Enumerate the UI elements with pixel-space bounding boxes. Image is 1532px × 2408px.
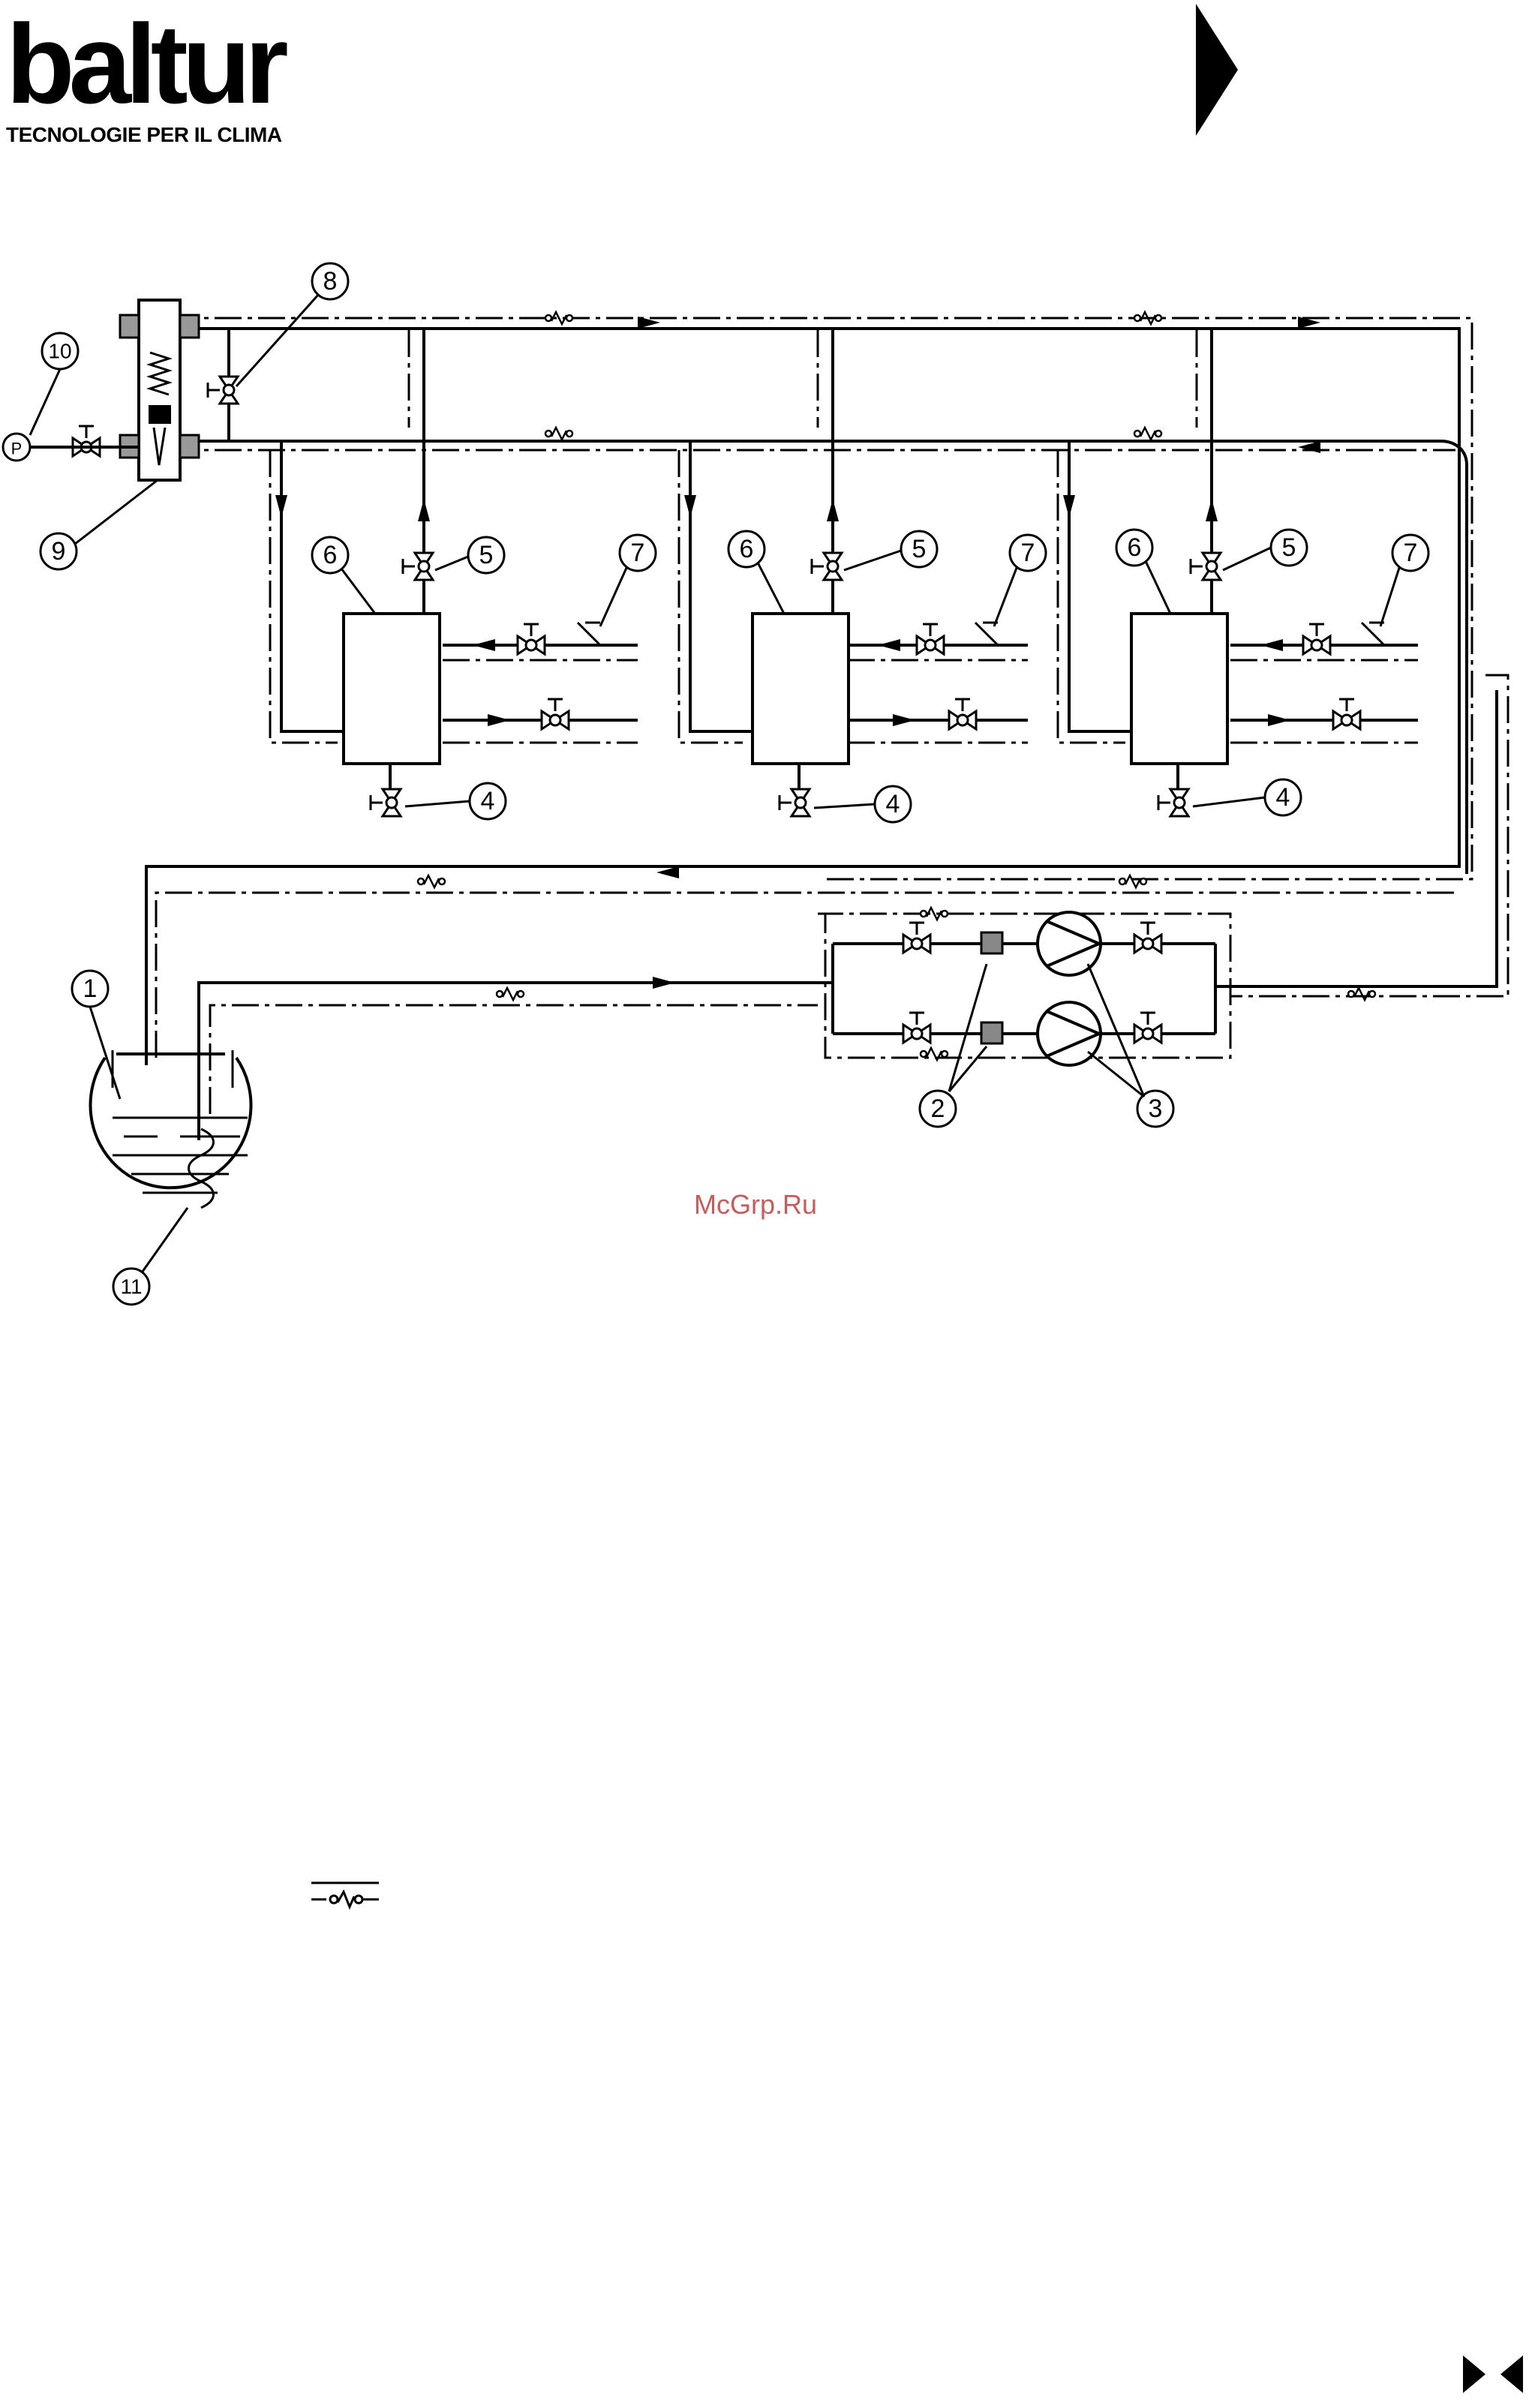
pressure-regulator: [120, 300, 199, 480]
callout-4c: 4: [1276, 783, 1290, 812]
callout-6b: 6: [740, 535, 754, 563]
pumps: [1038, 912, 1101, 1065]
back-triangle-icon[interactable]: [1500, 2355, 1523, 2393]
callout-8: 8: [323, 267, 338, 296]
callout-6a: 6: [323, 541, 338, 569]
callout-5b: 5: [912, 535, 927, 563]
callout-4b: 4: [886, 790, 900, 818]
callout-7c: 7: [1404, 539, 1418, 567]
fuel-tank: [91, 1050, 251, 1208]
page-navigation: [1455, 2348, 1530, 2400]
callout-circles: [41, 263, 1428, 1305]
callout-2: 2: [931, 1094, 945, 1123]
check-valves: [570, 623, 1384, 645]
callout-11: 11: [120, 1275, 142, 1299]
unit-box-3: [1131, 614, 1227, 764]
legend-symbol: [308, 1875, 383, 1913]
callout-6c: 6: [1128, 533, 1142, 562]
callout-4a: 4: [481, 787, 495, 815]
callout-10: 10: [48, 340, 71, 363]
heat-trace-markers: [418, 312, 1375, 1060]
pressure-gauge: P: [3, 434, 139, 461]
callout-7b: 7: [1021, 539, 1035, 567]
gauge-symbol: P: [11, 440, 23, 458]
callout-3: 3: [1149, 1094, 1163, 1123]
fuel-circuit-diagram: P: [0, 0, 1532, 1350]
callout-9: 9: [52, 537, 66, 566]
unit-box-2: [752, 614, 849, 764]
callout-7a: 7: [631, 539, 645, 567]
callout-5c: 5: [1282, 533, 1296, 562]
callout-5a: 5: [479, 541, 494, 569]
forward-triangle-icon[interactable]: [1463, 2355, 1485, 2393]
filters: [981, 932, 1002, 1043]
callout-1: 1: [83, 974, 98, 1003]
unit-box-1: [344, 614, 440, 764]
watermark-text: McGrp.Ru: [694, 1189, 817, 1221]
